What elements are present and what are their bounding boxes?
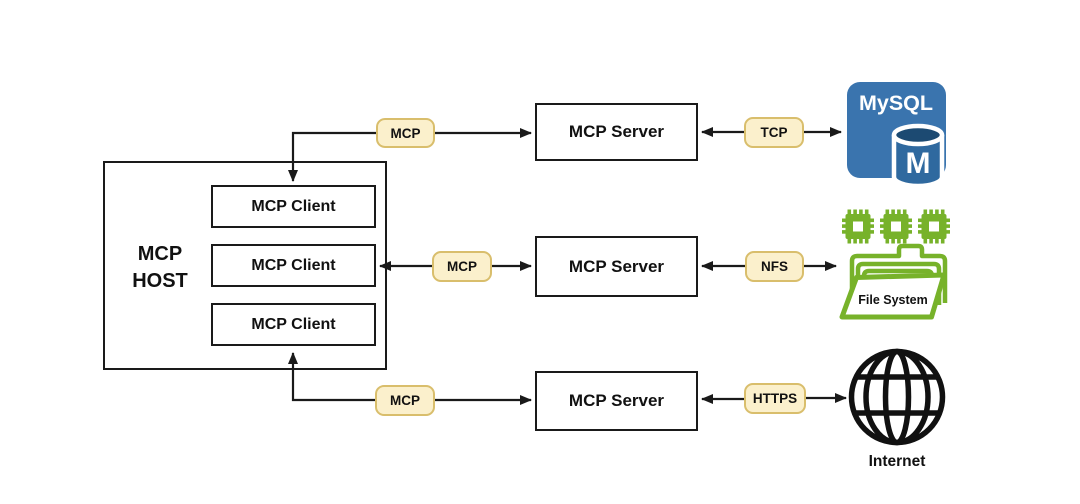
protocol-badge-nfs: NFS [745, 251, 804, 282]
mcp-server-box-1: MCP Server [535, 103, 698, 161]
protocol-badge-https: HTTPS [744, 383, 806, 414]
mcp-client-label: MCP Client [251, 197, 336, 215]
file-system-label: File System [858, 293, 927, 307]
globe [848, 348, 946, 446]
mcp-server-box-3: MCP Server [535, 371, 698, 431]
mcp-server-label: MCP Server [568, 391, 665, 410]
open-folder [839, 243, 948, 320]
mcp-server-box-2: MCP Server [535, 236, 698, 297]
file-system-folder-icon: File System [839, 209, 950, 320]
mysql-monogram: M [906, 147, 931, 180]
mcp-server-label: MCP Server [568, 256, 665, 276]
mcp-client-box-2: MCP Client [211, 244, 376, 287]
internet-globe-icon: Internet [848, 348, 946, 470]
mcp-client-label: MCP Client [251, 315, 336, 333]
protocol-badge-mcp-top: MCP [376, 118, 435, 148]
mcp-host-label-line2: HOST [132, 270, 188, 292]
mcp-client-box-3: MCP Client [211, 303, 376, 346]
protocol-badge-tcp: TCP [744, 117, 804, 148]
mysql-cylinder: M [891, 123, 945, 189]
mcp-host-label: MCP HOST [108, 241, 212, 295]
protocol-badge-mcp-bottom: MCP [375, 385, 435, 416]
mysql-wordmark: MySQL [859, 91, 933, 115]
protocol-badge-mcp-middle: MCP [432, 251, 492, 282]
mcp-host-label-line1: MCP [137, 243, 183, 265]
mcp-server-label: MCP Server [568, 122, 665, 141]
internet-label: Internet [869, 453, 926, 470]
mcp-client-label: MCP Client [251, 256, 336, 274]
mcp-client-box-1: MCP Client [211, 185, 376, 228]
arrow-host-to-client-top [288, 131, 376, 182]
mysql-database-icon: MySQL M [847, 82, 946, 189]
